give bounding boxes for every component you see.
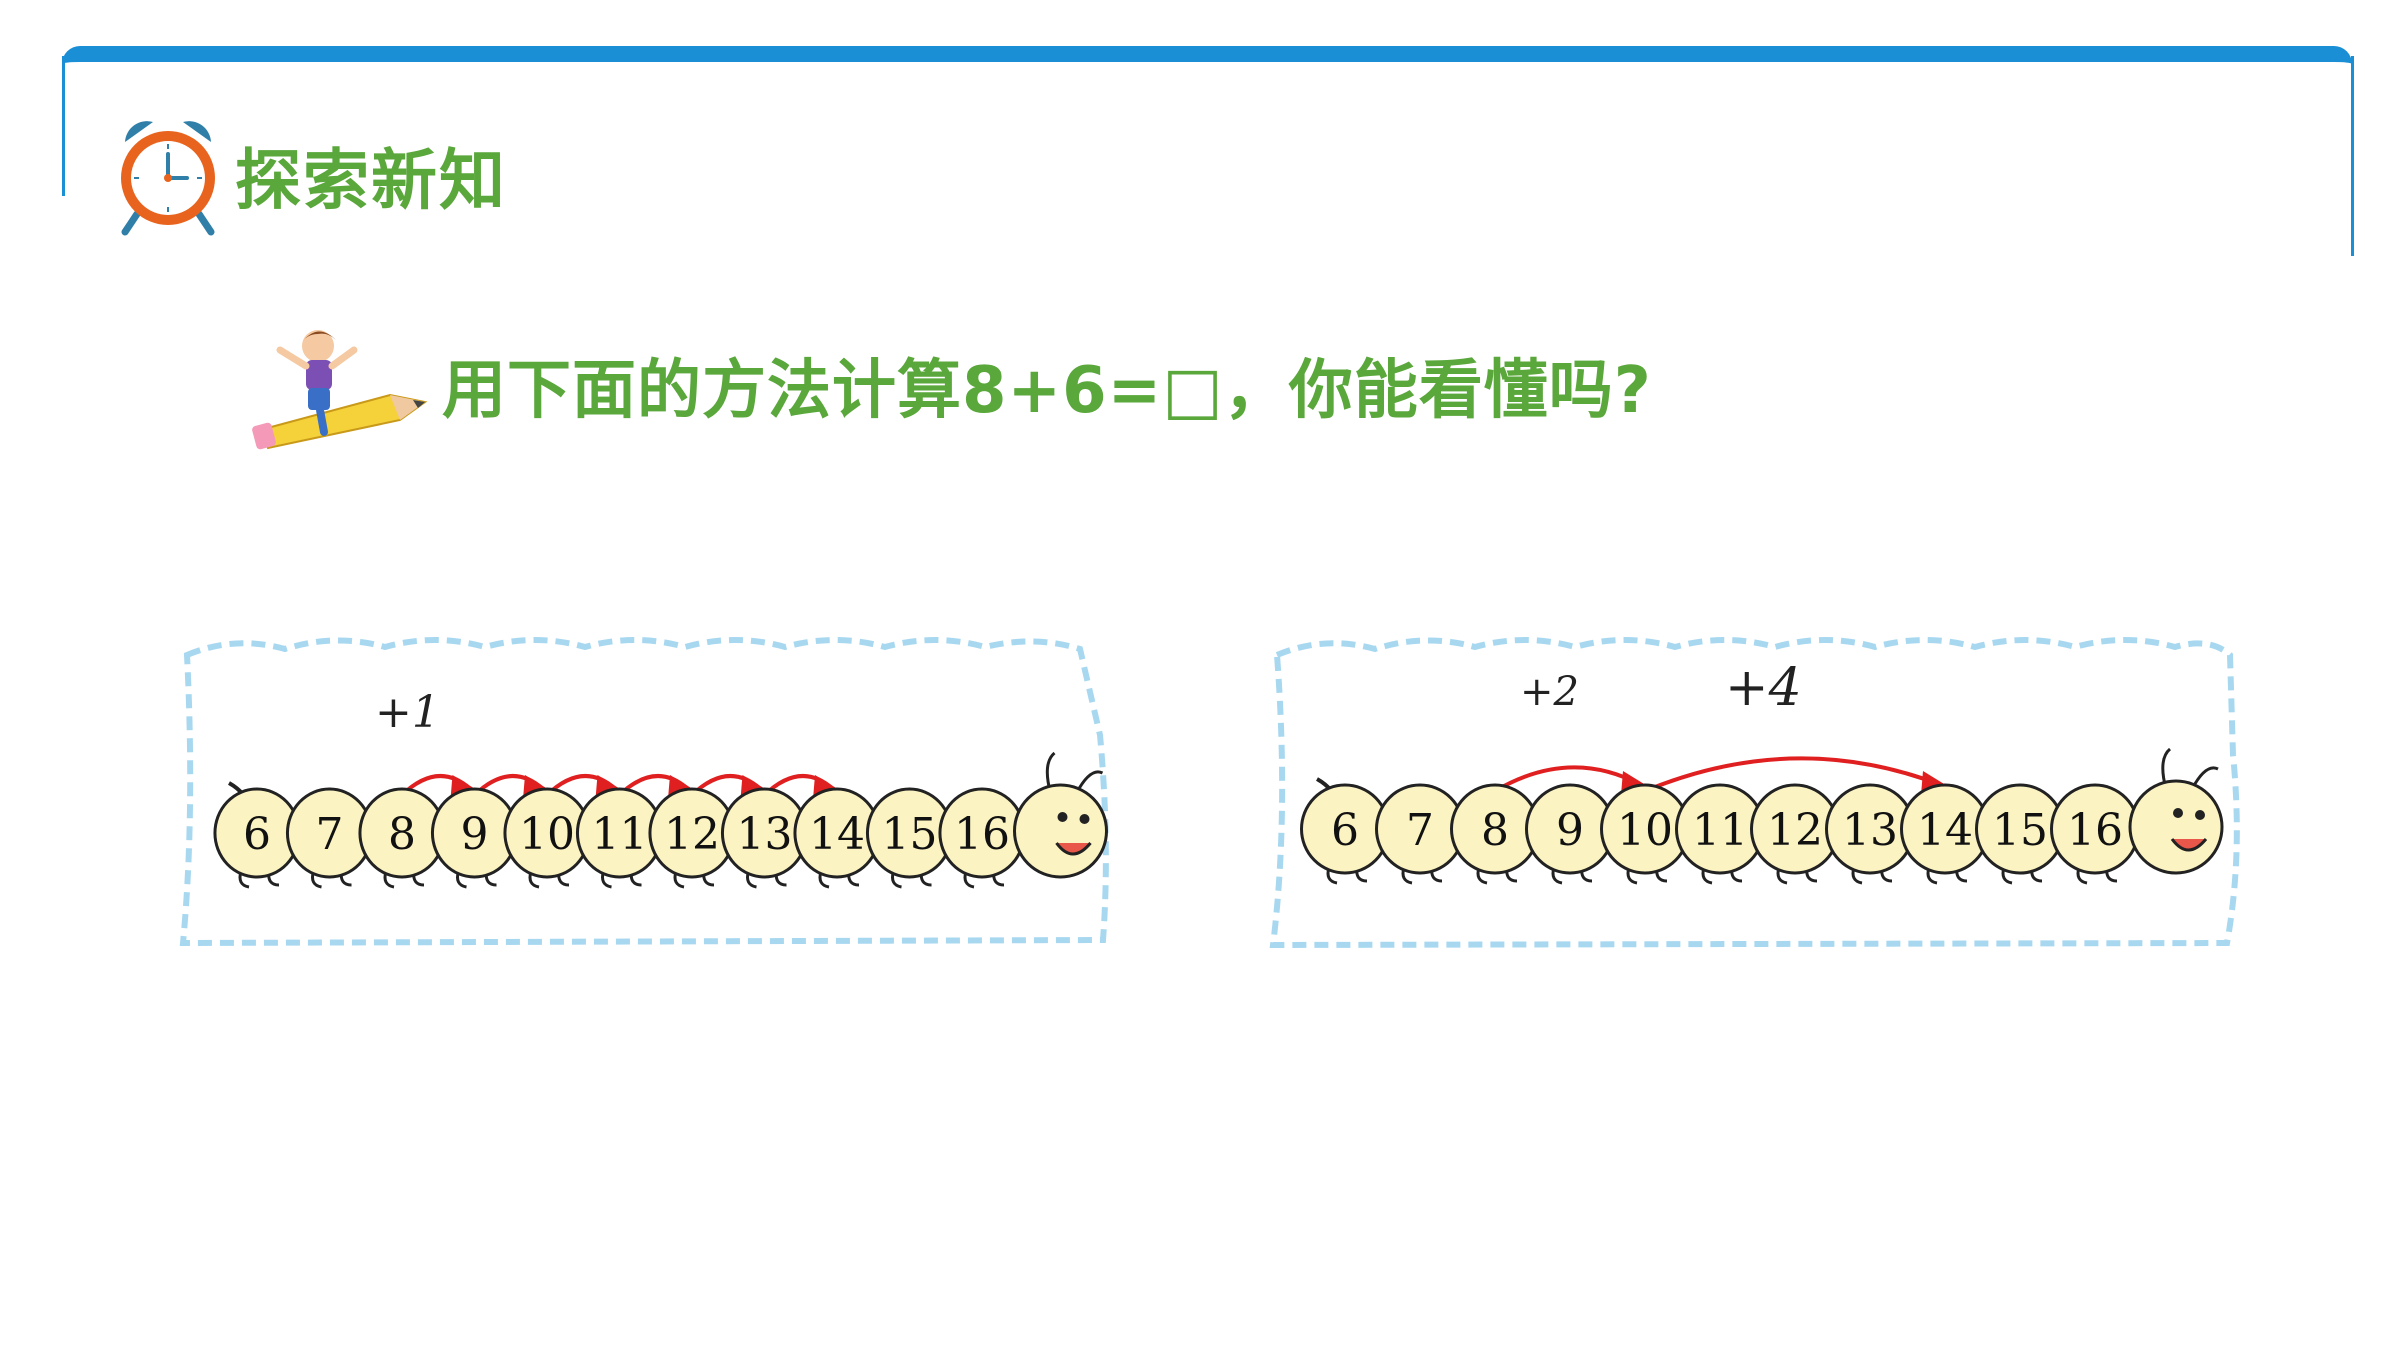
segment-number: 15: [882, 809, 938, 860]
jump-label-2: +4: [1725, 658, 1802, 718]
caterpillar-segment: 11: [1675, 783, 1765, 885]
caterpillar-head: [2128, 747, 2224, 875]
caterpillar-segment: 12: [1750, 783, 1840, 885]
eye: [2173, 808, 2183, 818]
segment-number: 6: [1331, 805, 1359, 856]
segment-number: 8: [388, 809, 416, 860]
caterpillar-segment: 14: [1900, 783, 1990, 885]
segment-number: 12: [664, 809, 720, 860]
caterpillar-segment: 14: [793, 787, 881, 889]
caterpillar-segment: 15: [865, 787, 954, 889]
frame-left-edge: [62, 56, 65, 196]
segment-number: 9: [461, 809, 489, 860]
segment-number: 11: [592, 809, 648, 860]
segment-number: 16: [2067, 805, 2123, 856]
mouth: [1055, 842, 1092, 856]
caterpillar-segment: 10: [503, 787, 591, 889]
segment-number: 13: [1842, 805, 1898, 856]
segment-number: 16: [954, 809, 1010, 860]
caterpillar-segment: 13: [1825, 783, 1915, 885]
jump-label-1: +2: [1520, 669, 1579, 715]
caterpillar-segment: 10: [1600, 783, 1690, 885]
segment-number: 7: [1406, 805, 1434, 856]
caterpillar-segment: 8: [1450, 783, 1540, 885]
segment-number: 11: [1692, 805, 1748, 856]
caterpillar-segment: 13: [720, 787, 809, 889]
segment-number: 6: [243, 809, 271, 860]
eye: [2195, 810, 2205, 820]
caterpillar-head: [1013, 751, 1108, 879]
segment-number: 10: [519, 809, 575, 860]
section-title: 探索新知: [235, 142, 507, 219]
segment-number: 14: [809, 809, 865, 860]
caterpillar-segment: 9: [430, 787, 519, 889]
segment-number: 9: [1556, 805, 1584, 856]
eye: [1079, 814, 1090, 824]
segment-number: 7: [316, 809, 344, 860]
mouth: [2170, 838, 2208, 852]
segment-number: 12: [1767, 805, 1823, 856]
segment-number: 13: [737, 809, 793, 860]
kid-on-pencil-icon: [252, 330, 428, 450]
head-shape: [2128, 779, 2224, 875]
jump-label: +1: [375, 687, 440, 738]
caterpillar-segment: 7: [1375, 783, 1465, 885]
caterpillar-segment: 9: [1525, 783, 1615, 885]
jump-arrow: [1644, 756, 1942, 793]
caterpillar-segment: 11: [575, 787, 664, 889]
segment-number: 15: [1992, 805, 2048, 856]
segment-number: 10: [1617, 805, 1673, 856]
caterpillar-segment: 16: [2050, 783, 2140, 885]
section-header: 探索新知: [115, 114, 507, 236]
alarm-clock-icon: [121, 121, 215, 236]
frame-right-edge: [2351, 56, 2354, 256]
question-row: 用下面的方法计算8+6=□，你能看懂吗?: [250, 320, 1652, 450]
caterpillar-segment: 6: [1300, 783, 1390, 885]
slide-frame: [62, 46, 2352, 256]
segment-number: 14: [1917, 805, 1973, 856]
caterpillar-segment: 15: [1975, 783, 2065, 885]
question-text: 用下面的方法计算8+6=□，你能看懂吗?: [442, 354, 1652, 428]
head-shape: [1013, 783, 1108, 879]
eye: [1057, 812, 1068, 822]
segment-number: 8: [1481, 805, 1509, 856]
